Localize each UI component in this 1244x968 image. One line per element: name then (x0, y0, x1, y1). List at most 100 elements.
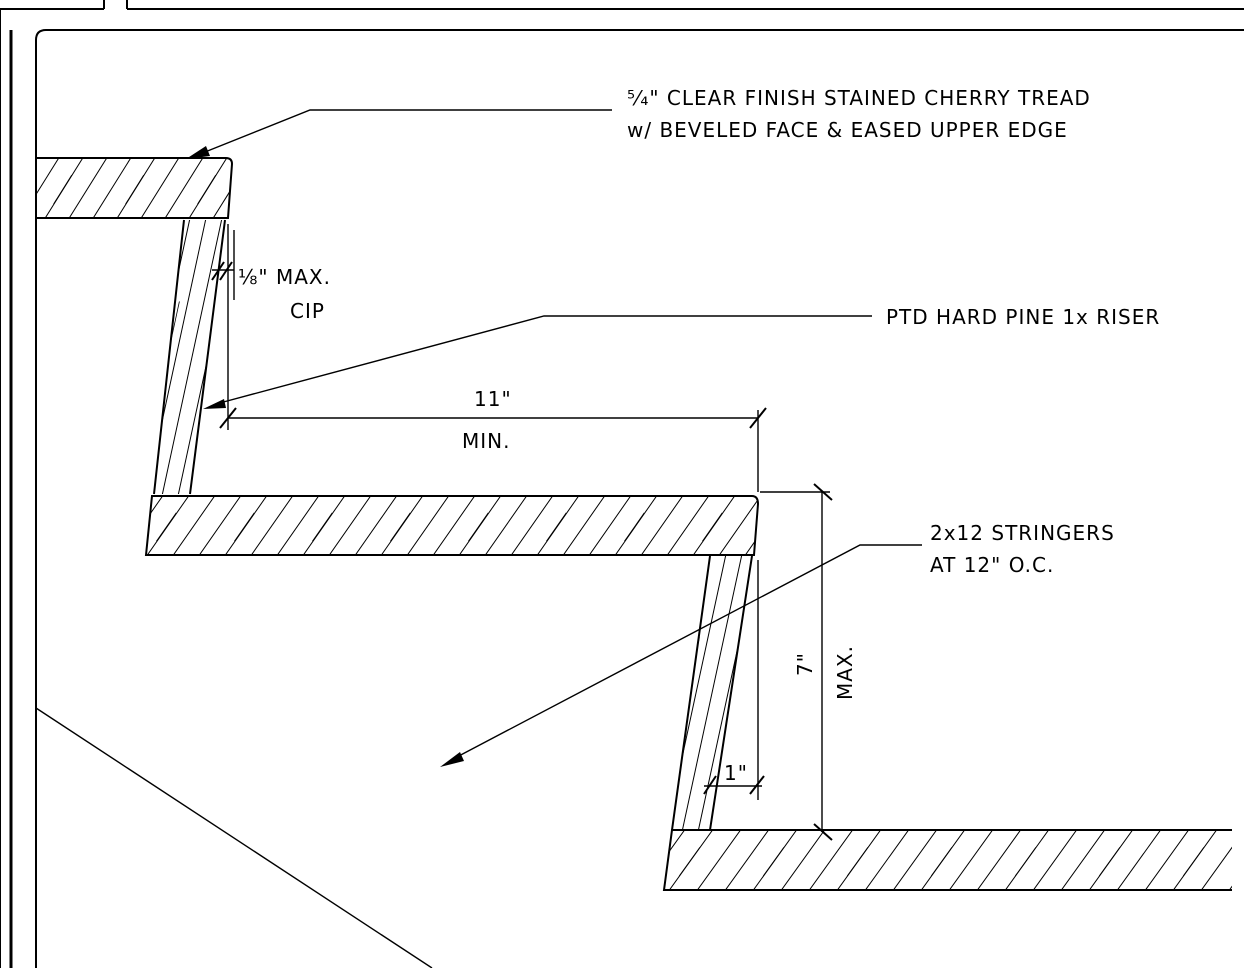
middle-tread (144, 494, 814, 557)
stringers-label-line2: AT 12" O.C. (930, 553, 1054, 577)
wood-grain-line (672, 556, 711, 830)
upper-riser (153, 218, 286, 496)
wood-grain-line (613, 496, 659, 555)
wood-grain-line (678, 846, 701, 877)
wood-grain-line (664, 830, 687, 890)
wood-grain-line (624, 512, 645, 542)
wood-grain-line (1014, 846, 1037, 877)
wood-grain-line (975, 830, 1023, 890)
wood-grain-line (770, 494, 814, 557)
wood-grain-line (161, 220, 223, 494)
wood-grain-line (53, 174, 72, 205)
wood-grain-line (846, 846, 869, 877)
wood-grain-line (639, 496, 685, 555)
wood-grain-line (1031, 830, 1079, 890)
rise-note: MAX. (833, 645, 857, 700)
wood-grain-line (146, 496, 165, 555)
wood-grain-line (275, 496, 321, 555)
wood-grain-line (156, 512, 177, 542)
wood-grain-line (717, 496, 758, 555)
wood-grain-line (226, 218, 286, 496)
wood-grain-line (930, 846, 953, 877)
wood-grain-line (353, 496, 399, 555)
lower-riser (671, 554, 822, 832)
upper-tread (36, 156, 276, 220)
run-value: 11" (474, 387, 512, 411)
wood-grain-line (863, 830, 911, 890)
wood-grain-line (768, 637, 795, 762)
wood-grain-line (509, 496, 555, 555)
wood-grain-line (780, 513, 800, 541)
wood-grain-line (327, 496, 373, 555)
wood-grain-line (561, 496, 607, 555)
nosing-dimension (703, 560, 765, 800)
wood-grain-line (745, 556, 752, 830)
wood-grain-line (154, 301, 180, 427)
wood-grain-line (405, 496, 451, 555)
wood-grain-line (154, 220, 191, 494)
wood-grain-line (720, 637, 748, 763)
wood-grain-line (468, 512, 489, 542)
wood-grain-line (807, 830, 855, 890)
wood-grain-line (779, 830, 827, 890)
wood-grain-line (223, 496, 269, 555)
wood-grain-line (587, 496, 633, 555)
wood-grain-line (546, 512, 567, 542)
wood-grain-line (146, 496, 191, 555)
wood-grain-line (729, 556, 752, 830)
wood-grain-line (193, 220, 225, 494)
wood-grain-line (211, 158, 232, 218)
lower-tread (662, 829, 1232, 891)
wood-grain-line (665, 496, 711, 555)
wood-grain-line (702, 512, 723, 542)
cip-value: ⅛" MAX. (238, 265, 331, 289)
riser-leader (203, 315, 872, 409)
wood-grain-line (457, 496, 503, 555)
wood-grain-line (762, 554, 822, 832)
wood-grain-line (171, 496, 217, 555)
stringer-line (35, 707, 433, 968)
riser-label: PTD HARD PINE 1x RISER (886, 305, 1160, 329)
run-dimension (219, 224, 767, 492)
run-note: MIN. (462, 429, 510, 453)
wood-grain-line (947, 830, 995, 890)
wood-grain-line (431, 496, 477, 555)
wood-grain-line (762, 846, 785, 877)
wood-grain-line (249, 496, 295, 555)
wood-grain-line (390, 512, 411, 542)
nosing-value: 1" (724, 761, 748, 785)
wood-grain-line (1098, 846, 1121, 877)
wood-grain-line (36, 158, 61, 218)
tread-leader (186, 109, 612, 159)
wood-grain-line (891, 830, 939, 890)
wood-grain-line (163, 158, 205, 218)
wood-grain-line (301, 496, 347, 555)
stringer-leader (440, 544, 922, 767)
wood-grain-line (691, 496, 737, 555)
wood-grain-line (1227, 830, 1232, 890)
wood-grain-line (1182, 846, 1205, 877)
wood-grain-line (379, 496, 425, 555)
wood-grain-line (236, 156, 276, 220)
wood-grain-line (535, 496, 581, 555)
wood-grain-line (154, 220, 207, 494)
wood-grain-line (1115, 830, 1163, 890)
wood-grain-line (312, 512, 333, 542)
wood-grain-line (681, 556, 743, 830)
wood-grain-line (197, 496, 243, 555)
cip-note: CIP (290, 299, 325, 323)
wood-grain-line (1059, 830, 1107, 890)
rise-dimension (760, 483, 833, 841)
wood-grain-line (1143, 830, 1191, 890)
wood-grain-line (695, 830, 743, 890)
wood-grain-line (234, 512, 255, 542)
wood-grain-line (483, 496, 529, 555)
wood-grain-line (91, 158, 133, 218)
rise-value: 7" (793, 652, 817, 676)
wood-grain-line (723, 830, 771, 890)
wood-grain-line (197, 174, 216, 205)
stringers-label-line1: 2x12 STRINGERS (930, 521, 1115, 545)
tread-label-line2: w/ BEVELED FACE & EASED UPPER EDGE (627, 118, 1068, 142)
wood-grain-line (139, 158, 181, 218)
